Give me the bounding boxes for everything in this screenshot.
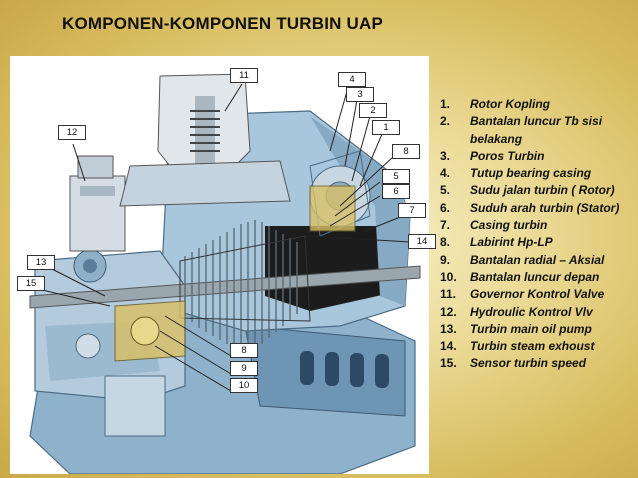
callout-12: 12 <box>58 125 86 140</box>
legend-item: 15.Sensor turbin speed <box>440 356 587 371</box>
legend-item: 13.Turbin main oil pump <box>440 321 592 336</box>
turbine-drawing <box>29 73 421 474</box>
callout-11: 11 <box>230 68 258 83</box>
legend-item: 4.Tutup bearing casing <box>440 166 592 181</box>
legend-item: 12.Hydroulic Kontrol Vlv <box>440 304 593 319</box>
callout-13: 13 <box>27 255 55 270</box>
callout-6: 6 <box>382 184 410 199</box>
turbine-cutaway-illustration <box>10 56 429 474</box>
legend-item: 14.Turbin steam exhoust <box>440 339 595 354</box>
legend-item: 5.Sudu jalan turbin ( Rotor) <box>440 183 615 198</box>
legend-item: 6.Suduh arah turbin (Stator) <box>440 200 620 215</box>
legend-item: 8.Labirint Hp-LP <box>440 235 553 250</box>
callout-9: 9 <box>230 361 258 376</box>
callout-1: 1 <box>372 120 400 135</box>
callout-14: 14 <box>408 234 436 249</box>
component-legend: 1.Rotor Kopling 2.Bantalan luncur Tb sis… <box>440 96 635 373</box>
legend-item: 3.Poros Turbin <box>440 148 545 163</box>
legend-item: 1.Rotor Kopling <box>440 97 550 111</box>
callout-3: 3 <box>346 87 374 102</box>
callout-7: 7 <box>398 203 426 218</box>
callout-15: 15 <box>17 276 45 291</box>
page-title: KOMPONEN-KOMPONEN TURBIN UAP <box>62 14 384 33</box>
legend-item: 9.Bantalan radial – Aksial <box>440 252 605 267</box>
callout-8-front: 8 <box>230 343 258 358</box>
callout-2: 2 <box>359 103 387 118</box>
legend-item: 10.Bantalan luncur depan <box>440 269 600 284</box>
callout-4: 4 <box>338 72 366 87</box>
callout-10: 10 <box>230 378 258 393</box>
callout-5: 5 <box>382 169 410 184</box>
legend-item: 11.Governor Kontrol Valve <box>440 287 605 302</box>
legend-item: 7.Casing turbin <box>440 218 548 233</box>
legend-item: 2.Bantalan luncur Tb sisi belakang <box>440 114 603 146</box>
callout-8-rear: 8 <box>392 144 420 159</box>
